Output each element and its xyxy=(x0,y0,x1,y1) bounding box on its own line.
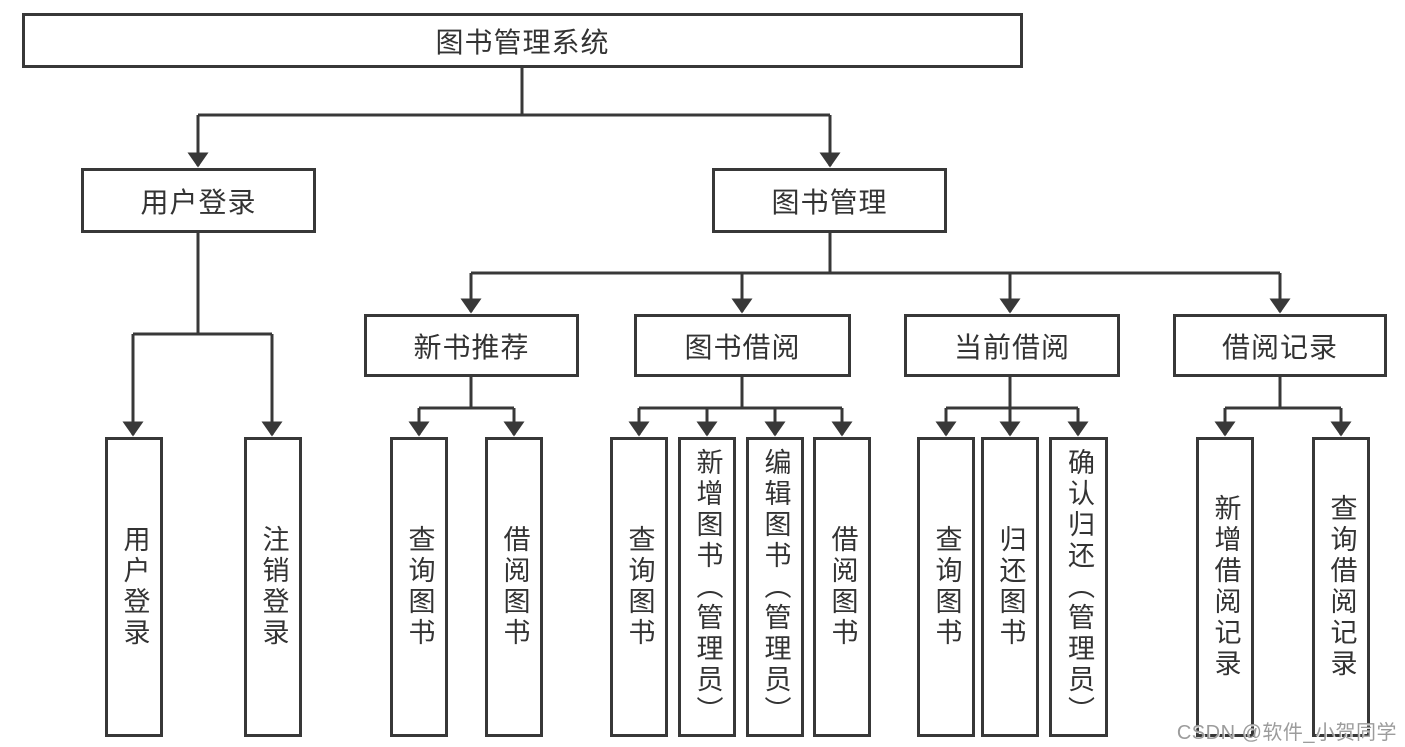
node-book-management: 图书管理 xyxy=(712,168,947,233)
leaf-user-login: 用户登录 xyxy=(105,437,163,737)
leaf-query-book-current: 查询图书 xyxy=(917,437,975,737)
leaf-borrow-book-borrow-label: 借阅图书 xyxy=(827,525,858,649)
leaf-return-book: 归还图书 xyxy=(981,437,1039,737)
leaf-add-book-admin-label: 新增图书（管理员） xyxy=(692,447,723,727)
leaf-logout: 注销登录 xyxy=(244,437,302,737)
leaf-user-login-label: 用户登录 xyxy=(119,525,150,649)
leaf-confirm-return-admin-label: 确认归还（管理员） xyxy=(1064,447,1094,727)
csdn-watermark: CSDN @软件_小贺同学 xyxy=(1176,722,1397,744)
leaf-borrow-book-newrec-label: 借阅图书 xyxy=(499,525,530,649)
leaf-add-book-admin: 新增图书（管理员） xyxy=(678,437,736,737)
leaf-add-borrow-record-label: 新增借阅记录 xyxy=(1210,494,1241,680)
leaf-query-book-current-label: 查询图书 xyxy=(931,525,962,649)
leaf-return-book-label: 归还图书 xyxy=(995,525,1026,649)
node-borrow-records: 借阅记录 xyxy=(1173,314,1387,377)
leaf-query-book-newrec-label: 查询图书 xyxy=(404,525,435,649)
node-current-borrow: 当前借阅 xyxy=(904,314,1120,377)
leaf-query-book-borrow-label: 查询图书 xyxy=(624,525,655,649)
leaf-logout-label: 注销登录 xyxy=(258,525,289,649)
leaf-edit-book-admin-label: 编辑图书（管理员） xyxy=(760,447,791,727)
leaf-query-book-borrow: 查询图书 xyxy=(610,437,668,737)
leaf-edit-book-admin: 编辑图书（管理员） xyxy=(746,437,804,737)
leaf-add-borrow-record: 新增借阅记录 xyxy=(1196,437,1254,737)
leaf-query-borrow-record: 查询借阅记录 xyxy=(1312,437,1370,737)
node-user-login: 用户登录 xyxy=(81,168,316,233)
leaf-query-book-newrec: 查询图书 xyxy=(390,437,448,737)
leaf-borrow-book-borrow: 借阅图书 xyxy=(813,437,871,737)
leaf-borrow-book-newrec: 借阅图书 xyxy=(485,437,543,737)
leaf-confirm-return-admin: 确认归还（管理员） xyxy=(1049,437,1108,737)
node-new-book-recommend: 新书推荐 xyxy=(364,314,579,377)
node-root: 图书管理系统 xyxy=(22,13,1023,68)
leaf-query-borrow-record-label: 查询借阅记录 xyxy=(1326,494,1357,680)
node-book-borrow: 图书借阅 xyxy=(634,314,851,377)
